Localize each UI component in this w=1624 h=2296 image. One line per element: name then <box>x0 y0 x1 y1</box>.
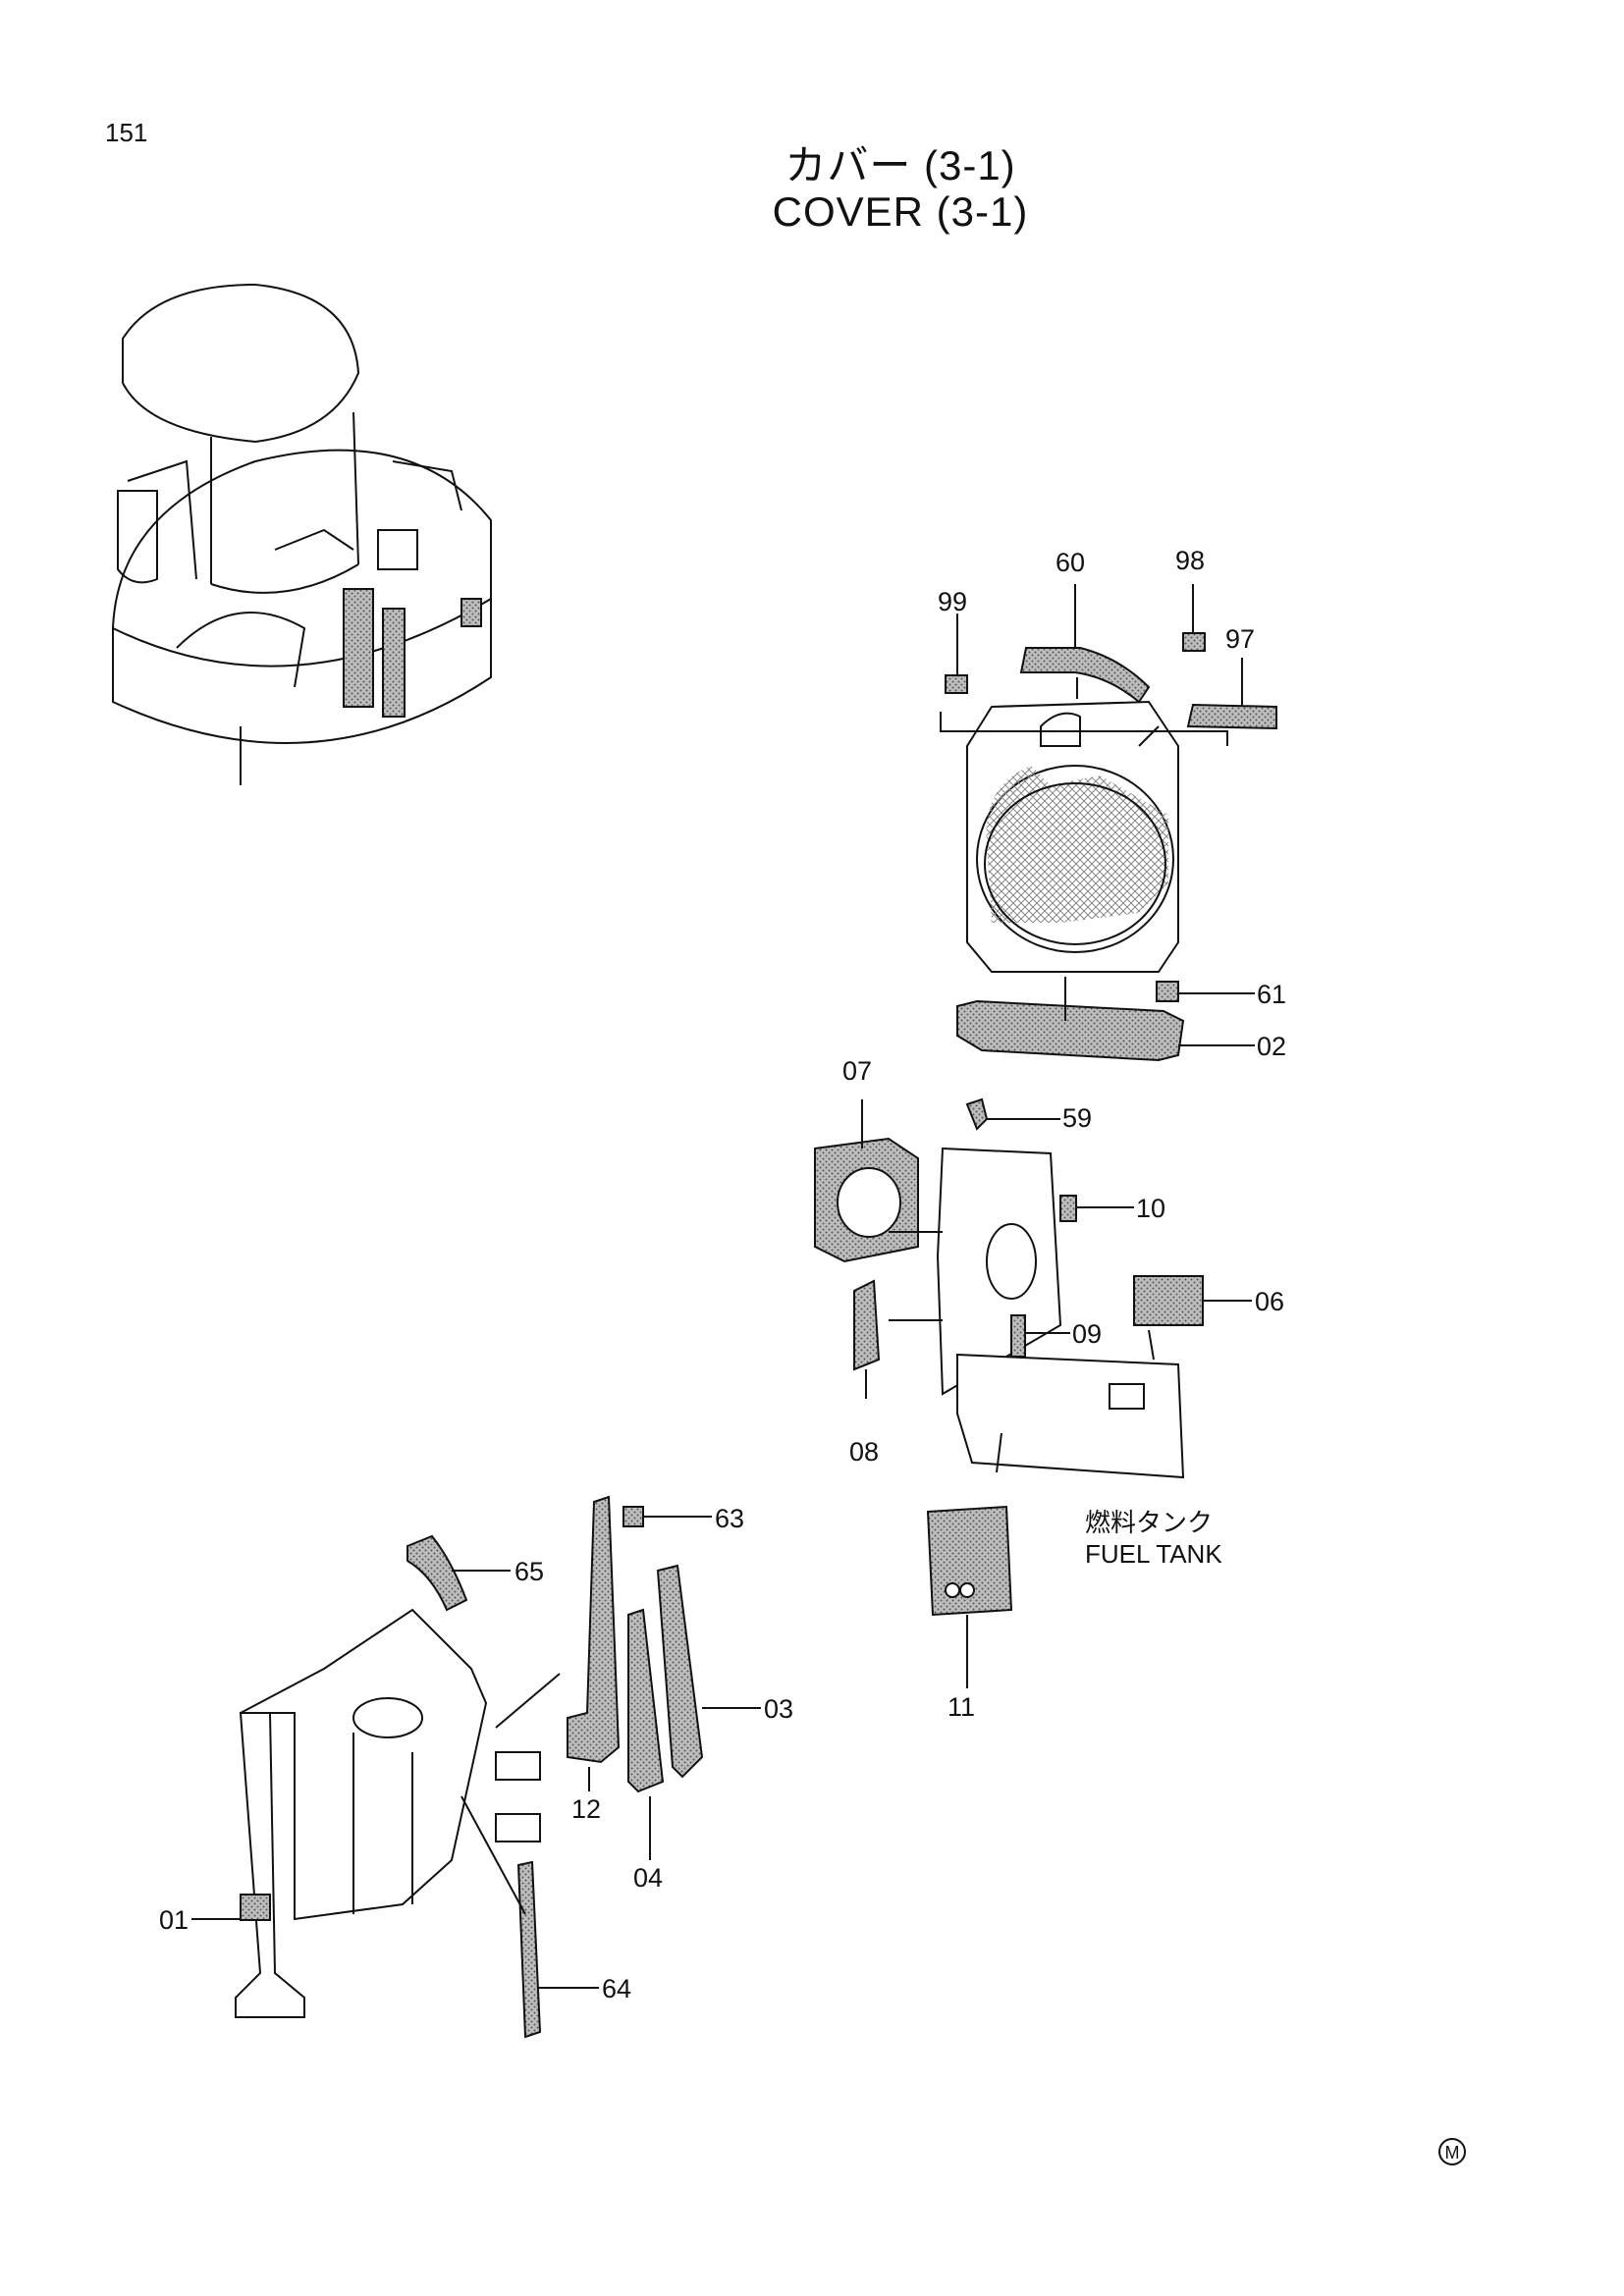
part-label-99: 99 <box>938 587 967 616</box>
part-label-01: 01 <box>159 1905 189 1935</box>
fuel-tank-label-english: FUEL TANK <box>1085 1539 1222 1569</box>
frame-fuel-tank-drawing <box>814 1097 1252 1688</box>
part-label-63: 63 <box>715 1504 744 1533</box>
part-label-03: 03 <box>764 1694 793 1724</box>
machine-overview-drawing <box>112 283 492 785</box>
part-label-65: 65 <box>514 1557 544 1586</box>
radiator-shroud-drawing <box>940 584 1277 1062</box>
part-label-06: 06 <box>1255 1287 1284 1316</box>
page-title-japanese: カバー (3-1) <box>785 142 1016 188</box>
part-label-61: 61 <box>1257 980 1286 1009</box>
part-label-08: 08 <box>849 1437 879 1467</box>
part-label-97: 97 <box>1225 624 1255 654</box>
part-label-98: 98 <box>1175 546 1205 575</box>
part-label-64: 64 <box>602 1974 631 2003</box>
part-label-59: 59 <box>1062 1103 1092 1133</box>
part-label-11: 11 <box>947 1692 975 1722</box>
part-label-09: 09 <box>1072 1319 1102 1349</box>
part-label-60: 60 <box>1056 548 1085 577</box>
part-label-02: 02 <box>1257 1032 1286 1061</box>
cab-cover-drawing <box>191 1495 761 2039</box>
part-label-10: 10 <box>1136 1194 1165 1223</box>
part-label-07: 07 <box>842 1056 872 1086</box>
svg-text:M: M <box>1445 2143 1460 2163</box>
page-number: 151 <box>105 118 148 147</box>
part-labels: 99 60 98 97 61 02 07 59 10 06 09 08 11 6… <box>159 546 1286 2003</box>
part-label-04: 04 <box>633 1863 663 1893</box>
circled-m-mark: M <box>1438 2138 1466 2165</box>
page-title-english: COVER (3-1) <box>772 188 1029 235</box>
part-label-12: 12 <box>571 1794 601 1824</box>
fuel-tank-label-japanese: 燃料タンク <box>1085 1508 1213 1537</box>
